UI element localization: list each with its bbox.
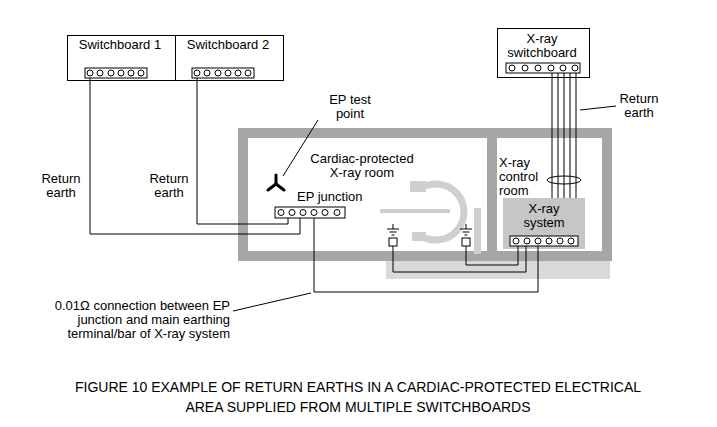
box-label: X-ray system bbox=[514, 202, 574, 230]
room-region: Cardiac-protected X-ray room EP junction bbox=[238, 128, 497, 261]
patient-table bbox=[380, 209, 450, 213]
terminal bbox=[322, 210, 328, 216]
earth-stem bbox=[393, 224, 394, 229]
terminal bbox=[524, 238, 530, 244]
terminal bbox=[128, 70, 134, 76]
terminal bbox=[509, 65, 515, 71]
test-point-symbol bbox=[268, 175, 284, 190]
earth-wire bbox=[90, 81, 300, 234]
terminal bbox=[138, 70, 144, 76]
terminal bbox=[546, 238, 552, 244]
switchboard-box: Switchboard 1 bbox=[67, 35, 176, 81]
terminal bbox=[535, 238, 541, 244]
terminal-bar bbox=[192, 68, 254, 78]
c-arm-tube bbox=[412, 232, 426, 241]
wire-label: Return earth bbox=[612, 92, 666, 120]
terminal bbox=[568, 238, 574, 244]
wire-label: 0.01Ω connection between EP junction and… bbox=[44, 299, 230, 341]
box-label: X-ray switchboard bbox=[498, 32, 586, 60]
earth-bar bbox=[390, 232, 397, 233]
terminal-bar bbox=[506, 63, 580, 78]
terminal bbox=[535, 65, 541, 71]
box-label: Switchboard 2 bbox=[176, 38, 280, 52]
figure-caption: FIGURE 10 EXAMPLE OF RETURN EARTHS IN A … bbox=[58, 377, 658, 417]
terminal bbox=[334, 210, 340, 216]
terminal-bar bbox=[85, 68, 147, 81]
leader-line bbox=[580, 106, 616, 110]
test-point-prong bbox=[276, 184, 284, 190]
earth-bar bbox=[460, 229, 472, 230]
terminal bbox=[311, 210, 317, 216]
terminal bbox=[87, 70, 93, 76]
terminal bbox=[560, 65, 566, 71]
terminal bbox=[245, 70, 251, 76]
terminal bbox=[548, 65, 554, 71]
box-label: Cardiac-protected X-ray room bbox=[303, 152, 421, 180]
terminal-bar bbox=[510, 236, 578, 246]
terminal bbox=[289, 210, 295, 216]
box-label: Switchboard 1 bbox=[68, 38, 172, 52]
terminal-bar bbox=[510, 236, 578, 249]
terminal-bar bbox=[85, 68, 147, 78]
wire-label: Return earth bbox=[36, 172, 86, 200]
wire-label: Return earth bbox=[144, 172, 194, 200]
terminal bbox=[97, 70, 103, 76]
terminal-bar bbox=[275, 207, 345, 218]
terminal bbox=[557, 238, 563, 244]
terminal bbox=[108, 70, 114, 76]
leader-line bbox=[283, 120, 318, 176]
earth-bar bbox=[465, 235, 468, 236]
switchboard-box: Switchboard 2 bbox=[175, 35, 284, 81]
earth-wire bbox=[314, 218, 538, 292]
earth-wire bbox=[393, 246, 526, 272]
terminal-bar bbox=[192, 68, 254, 81]
terminal bbox=[204, 70, 210, 76]
terminal bbox=[522, 65, 528, 71]
terminal bbox=[194, 70, 200, 76]
box-label: X-ray control room bbox=[499, 156, 547, 198]
box-label: EP junction bbox=[297, 190, 365, 204]
terminal bbox=[300, 210, 306, 216]
c-arm-stand bbox=[474, 208, 481, 254]
earth-wire bbox=[197, 81, 288, 224]
terminal bbox=[278, 210, 284, 216]
room-region: X-ray control roomX-ray system bbox=[487, 128, 612, 261]
earth-wire bbox=[466, 246, 518, 265]
earth-bar bbox=[463, 232, 470, 233]
earth-bar bbox=[387, 229, 399, 230]
earth-terminal bbox=[462, 238, 470, 246]
wire-stub bbox=[538, 246, 539, 249]
earth-symbol bbox=[460, 224, 472, 246]
room-divider bbox=[487, 133, 497, 256]
c-arm bbox=[420, 184, 464, 240]
c-arm-detector bbox=[410, 181, 426, 192]
system-box: X-ray system bbox=[503, 198, 585, 249]
terminal bbox=[118, 70, 124, 76]
earth-terminal bbox=[389, 238, 397, 246]
leader-line bbox=[233, 293, 311, 311]
earth-symbol bbox=[387, 224, 399, 246]
terminal-bar bbox=[275, 207, 345, 218]
terminal bbox=[513, 238, 519, 244]
terminal bbox=[235, 70, 241, 76]
system-fill bbox=[503, 198, 585, 249]
earth-wire bbox=[552, 78, 576, 198]
earth-bar bbox=[392, 235, 395, 236]
junction-bar: EP junction bbox=[275, 190, 367, 218]
switchboard-box: X-ray switchboard bbox=[497, 28, 590, 78]
earth-stem bbox=[466, 224, 467, 229]
callout-label: EP test point bbox=[318, 93, 382, 121]
terminal-bar bbox=[506, 63, 580, 73]
terminal bbox=[215, 70, 221, 76]
terminal bbox=[225, 70, 231, 76]
terminal bbox=[572, 65, 578, 71]
